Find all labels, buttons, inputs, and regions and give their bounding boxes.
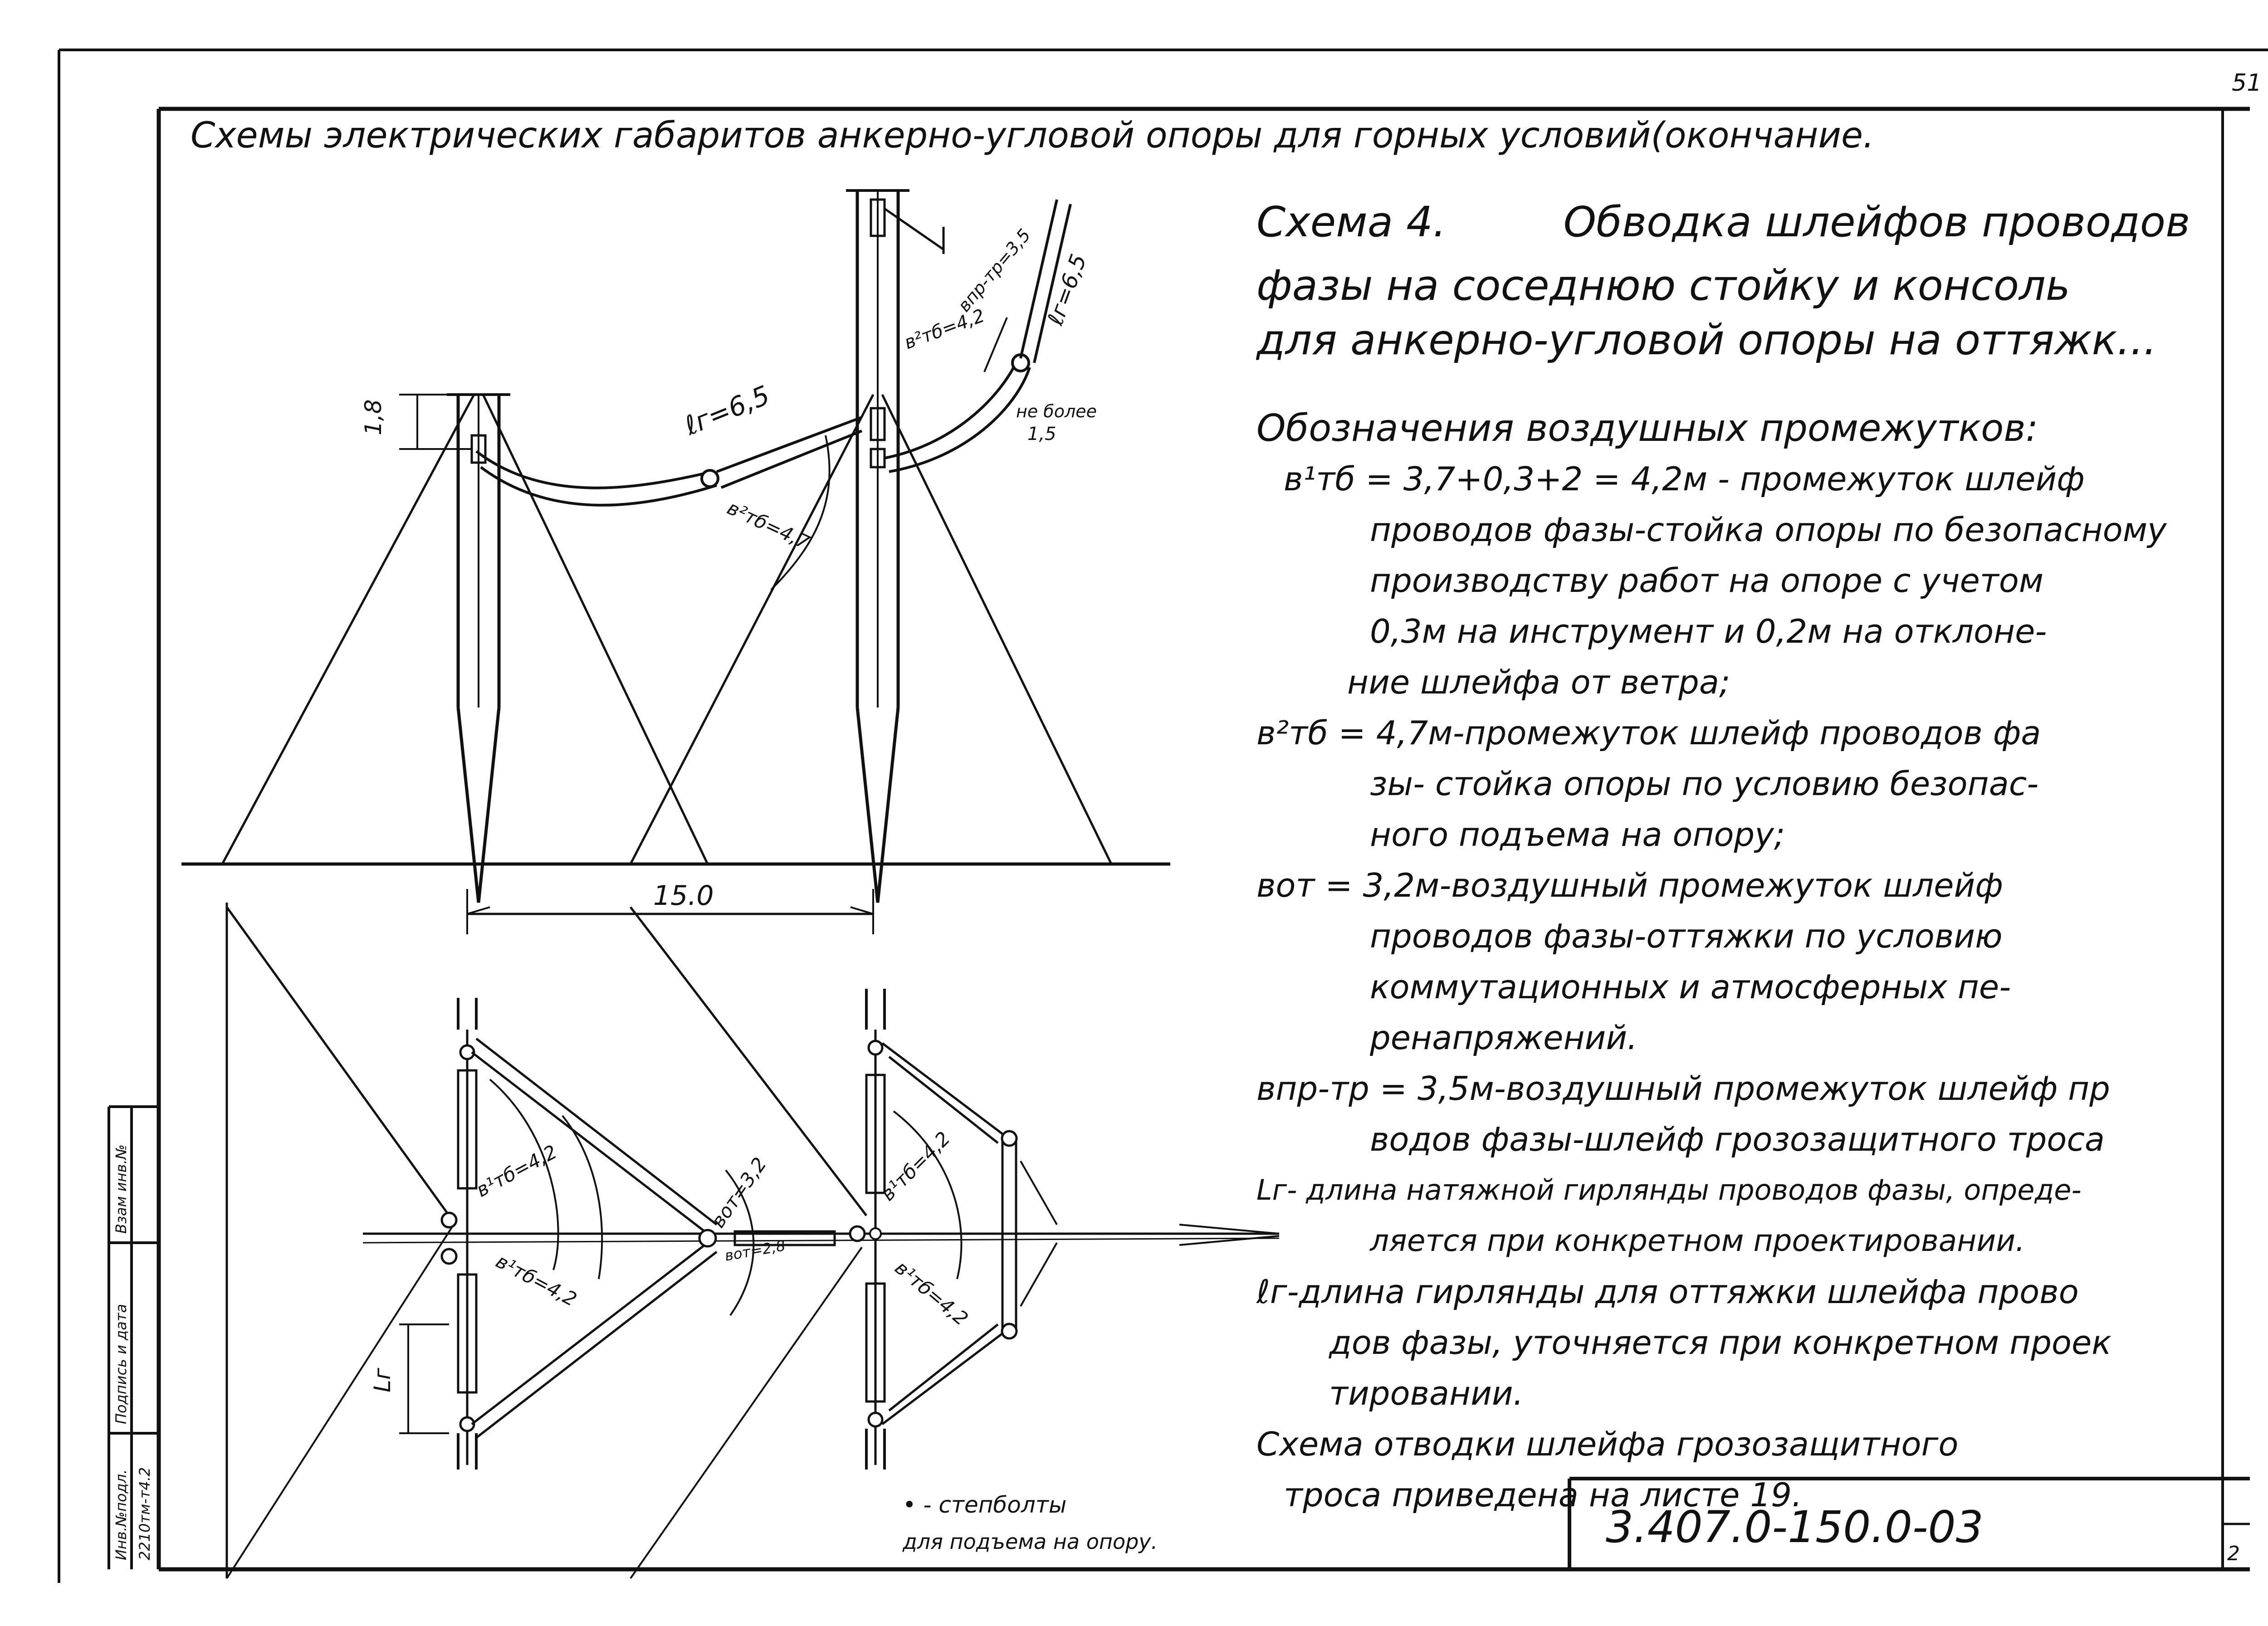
- dim-15: [466, 889, 874, 934]
- plan-view: [225, 903, 1280, 1579]
- label-btb2-4-7: в²тб=4,7: [724, 497, 813, 554]
- legend-line: в¹тб = 3,7+0,3+2 = 4,2м - промежуток шле…: [1284, 460, 2085, 498]
- legend-line: впр-тр = 3,5м-воздушный промежуток шлейф…: [1256, 1069, 2110, 1108]
- page-number: 51: [2232, 69, 2262, 97]
- legend-line: проводов фазы-стойка опоры по безопасном…: [1370, 511, 2167, 549]
- label-lg: Lг: [369, 1367, 396, 1392]
- stamp-replace: Взам инв.№: [112, 1144, 130, 1234]
- scheme-line2: фазы на соседнюю стойку и консоль: [1256, 261, 2070, 310]
- label-not-more: не более: [1016, 401, 1097, 421]
- label-btb2-4-2: в²тб=4,2: [902, 305, 987, 353]
- legend-line: производству работ на опоре с учетом: [1370, 562, 2044, 600]
- loop-wire-elevation: [475, 199, 1072, 591]
- legend-line: дов фазы, уточняется при конкретном прое…: [1329, 1323, 2112, 1362]
- scheme-block: Схема 4. Обводка шлейфов проводов фазы н…: [1256, 195, 2190, 367]
- stamp-code: 2210тм-т4.2: [136, 1467, 153, 1560]
- dim-1-8: [399, 394, 472, 450]
- legend-line: 0,3м на инструмент и 0,2м на отклоне-: [1370, 612, 2047, 650]
- label-lr-6-5: ℓг=6,5: [680, 380, 774, 442]
- legend-line: ного подъема на опору;: [1370, 815, 1785, 854]
- label-1-5: 1,5: [1027, 424, 1056, 444]
- legend-line: Схема отводки шлейфа грозозащитного: [1256, 1425, 1959, 1463]
- label-1-8: 1,8: [360, 399, 386, 435]
- legend-line: троса приведена на листе 19.: [1284, 1476, 1802, 1514]
- sheet-number: 2: [2227, 1542, 2240, 1565]
- label-btb1-b: в¹тб=4,2: [492, 1250, 580, 1311]
- label-btb1-a: в¹тб=4,2: [473, 1141, 561, 1201]
- legend-title: Обозначения воздушных промежутков:: [1256, 407, 2038, 450]
- legend-line: коммутационных и атмосферных пе-: [1370, 968, 2011, 1006]
- scheme-line3: для анкерно-угловой опоры на оттяжк...: [1256, 316, 2157, 364]
- label-bot-a: вот=3,2: [707, 1153, 771, 1232]
- label-bprtr-3-5: впр-тр=3,5: [954, 225, 1034, 316]
- sheet-title: Схемы электрических габаритов анкерно-уг…: [191, 115, 1874, 156]
- left-pole-elevation: [221, 393, 709, 903]
- legend-line: проводов фазы-оттяжки по условию: [1370, 917, 2003, 955]
- legend-line: ляется при конкретном проектировании.: [1370, 1223, 2025, 1258]
- legend-line: Lг- длина натяжной гирлянды проводов фаз…: [1256, 1173, 2082, 1206]
- label-15: 15.0: [653, 880, 714, 912]
- note-line1: • - степболты: [903, 1492, 1066, 1518]
- legend-line: вот = 3,2м-воздушный промежуток шлейф: [1256, 866, 2003, 904]
- doc-code-box: [1568, 1477, 2250, 1569]
- legend-line: ние шлейфа от ветра;: [1347, 663, 1730, 701]
- sheet-frame: [58, 49, 2268, 1583]
- stamp-inv: Инв.№подл.: [112, 1470, 130, 1560]
- right-pole-elevation: [629, 189, 1113, 903]
- legend-block: в¹тб = 3,7+0,3+2 = 4,2м - промежуток шле…: [1256, 454, 2167, 1520]
- label-btb1-c: в¹тб=4,2: [876, 1127, 954, 1205]
- doc-code: 3.407.0-150.0-03: [1606, 1502, 1984, 1553]
- legend-line: ℓг-длина гирлянды для оттяжки шлейфа про…: [1256, 1273, 2079, 1311]
- legend-line: зы- стойка опоры по условию безопас-: [1370, 765, 2039, 803]
- scheme-heading-rest: Обводка шлейфов проводов: [1563, 198, 2190, 246]
- stamp-column: [108, 1105, 159, 1569]
- legend-line: водов фазы-шлейф грозозащитного троса: [1370, 1120, 2105, 1158]
- legend-line: тировании.: [1329, 1374, 1524, 1412]
- scheme-heading: Схема 4.: [1256, 198, 1447, 246]
- note-line2: для подъема на опору.: [902, 1529, 1158, 1554]
- legend-line: в²тб = 4,7м-промежуток шлейф проводов фа: [1256, 714, 2041, 752]
- stamp-sign: Подпись и дата: [112, 1304, 130, 1424]
- legend-line: ренапряжений.: [1370, 1019, 1637, 1057]
